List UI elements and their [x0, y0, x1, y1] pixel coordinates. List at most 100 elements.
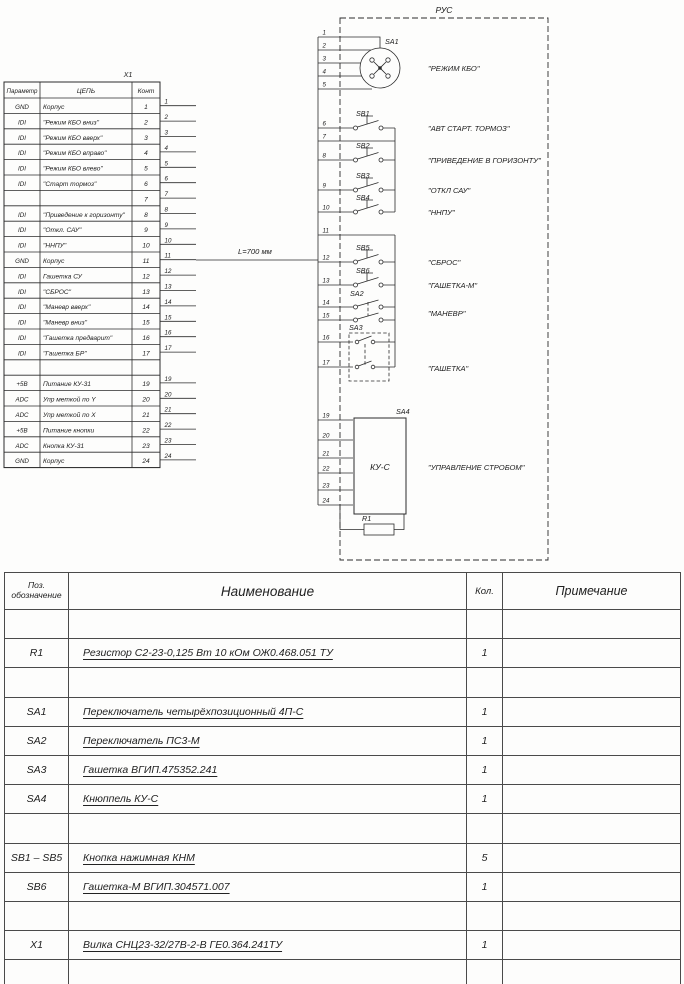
parts-cell-text: 1: [481, 647, 488, 660]
parts-row: [4, 667, 681, 698]
component-label: "АВТ СТАРТ. ТОРМОЗ": [428, 124, 510, 133]
x1-row-circuit: "Гашетка предварит": [43, 334, 113, 342]
sa4-box-label: КУ-С: [370, 462, 390, 472]
parts-cell-qty: [466, 813, 503, 844]
rus-pin-number: 8: [323, 153, 327, 160]
parts-cell-note: [502, 930, 681, 961]
button-symbol: [353, 272, 395, 288]
parts-cell-qty: 1: [466, 638, 503, 669]
button-symbol: [353, 147, 395, 163]
x1-row-pin: 16: [142, 335, 150, 342]
component-label: "ОТКЛ САУ": [428, 186, 471, 195]
x1-row-pin: 7: [144, 196, 148, 203]
rus-pin-number: 15: [323, 313, 330, 320]
parts-cell-note: [502, 667, 681, 698]
component-ref: SA2: [350, 289, 364, 298]
parts-cell-text: 1: [481, 705, 488, 718]
wire-number: 22: [164, 422, 172, 429]
wire-number: 24: [164, 453, 172, 460]
rus-pin-number: 19: [323, 413, 330, 420]
component-ref: R1: [362, 514, 371, 523]
parts-cell-note: [502, 842, 681, 873]
wire-number: 23: [164, 438, 172, 445]
x1-header-circuit: ЦЕПЬ: [77, 88, 95, 95]
x1-row-pin: 3: [144, 135, 148, 142]
x1-row-circuit: "Режим КБО вправо": [43, 150, 107, 157]
parts-cell-text: Вилка СНЦ23-32/27В-2-В ГЕ0.364.241ТУ: [83, 939, 283, 952]
x1-row-circuit: Питание КУ-31: [43, 381, 91, 388]
x1-row-circuit: Корпус: [43, 458, 65, 465]
parts-cell-note: [502, 959, 681, 984]
parts-cell-note: [502, 608, 681, 640]
resistor-r1-symbol: [339, 505, 405, 536]
x1-row-pin: 23: [141, 443, 150, 450]
parts-cell-qty: [466, 608, 503, 640]
x1-row-pin: 12: [142, 273, 150, 280]
rus-box-label: РУС: [435, 5, 453, 15]
x1-row-param: ADC: [14, 412, 29, 419]
x1-row-pin: 21: [141, 412, 150, 419]
x1-row-param: +5В: [16, 381, 27, 388]
parts-cell-note: [502, 871, 681, 902]
rus-pin-number: 24: [322, 498, 330, 505]
parts-cell-text: SB6: [26, 880, 47, 893]
parts-cell-pos: [4, 667, 69, 698]
wire-number: 19: [165, 376, 172, 383]
wire-number: 17: [165, 345, 172, 352]
parts-cell-name: [68, 667, 467, 698]
parts-cell-note: [502, 754, 681, 786]
x1-row-param: IDI: [18, 350, 26, 357]
x1-row-pin: 11: [143, 258, 150, 265]
rus-pin-number: 11: [323, 228, 329, 235]
x1-row-pin: 4: [144, 150, 148, 157]
parts-cell-note: [502, 696, 681, 727]
parts-cell-pos: [4, 900, 69, 932]
x1-row-circuit: "Гашетка БР": [43, 350, 87, 357]
parts-cell-note: [502, 725, 681, 756]
parts-cell-qty: 5: [466, 842, 503, 873]
x1-row-param: IDI: [18, 119, 26, 126]
rus-pin-number: 1: [323, 30, 326, 37]
parts-cell-text: Кнюппель КУ-С: [83, 793, 159, 806]
component-ref: SB1: [356, 109, 370, 118]
component-ref: SB4: [356, 193, 370, 202]
x1-row-circuit: "Откл. САУ": [43, 227, 82, 234]
parts-row: [4, 900, 681, 932]
parts-row: [4, 959, 681, 984]
component-ref: SA4: [396, 407, 410, 416]
x1-row-param: IDI: [18, 320, 26, 327]
parts-cell-name: [68, 608, 467, 640]
parts-cell-pos: SA4: [4, 784, 69, 815]
x1-row-pin: 13: [142, 289, 150, 296]
x1-row-circuit: Кнопка КУ-31: [43, 443, 84, 450]
parts-cell-name: Кнюппель КУ-С: [68, 784, 467, 815]
button-symbol: [353, 177, 395, 193]
wire-number: 10: [165, 237, 172, 244]
parts-cell-qty: [466, 667, 503, 698]
x1-row-circuit: Питание кнопки: [43, 427, 94, 434]
component-labels: SA1"РЕЖИМ КБО"SB1"АВТ СТАРТ. ТОРМОЗ"SB2"…: [349, 37, 541, 523]
wire-number: 6: [165, 176, 169, 183]
parts-cell-pos: [4, 608, 69, 640]
component-label: "ПРИВЕДЕНИЕ В ГОРИЗОНТУ": [428, 156, 541, 165]
parts-cell-text: SA1: [26, 705, 47, 718]
wire-number: 1: [165, 99, 168, 106]
parts-cell-text: 5: [481, 851, 488, 864]
x1-row-circuit: Упр меткой по Y: [42, 396, 96, 404]
component-ref: SB2: [356, 141, 370, 150]
x1-row-param: IDI: [18, 166, 26, 173]
rus-pin-number: 6: [323, 121, 327, 128]
x1-row-param: IDI: [18, 335, 26, 342]
wire-number: 9: [165, 222, 169, 229]
parts-cell-text: 1: [481, 764, 488, 777]
parts-cell-text: 1: [481, 793, 488, 806]
rus-pin-number: 17: [323, 360, 330, 367]
parts-cell-text: Резистор С2-23-0,125 Вт 10 кОм ОЖ0.468.0…: [83, 647, 333, 660]
x1-row-pin: 6: [144, 181, 148, 188]
component-ref: SA3: [349, 323, 363, 332]
x1-row-pin: 10: [142, 243, 150, 250]
